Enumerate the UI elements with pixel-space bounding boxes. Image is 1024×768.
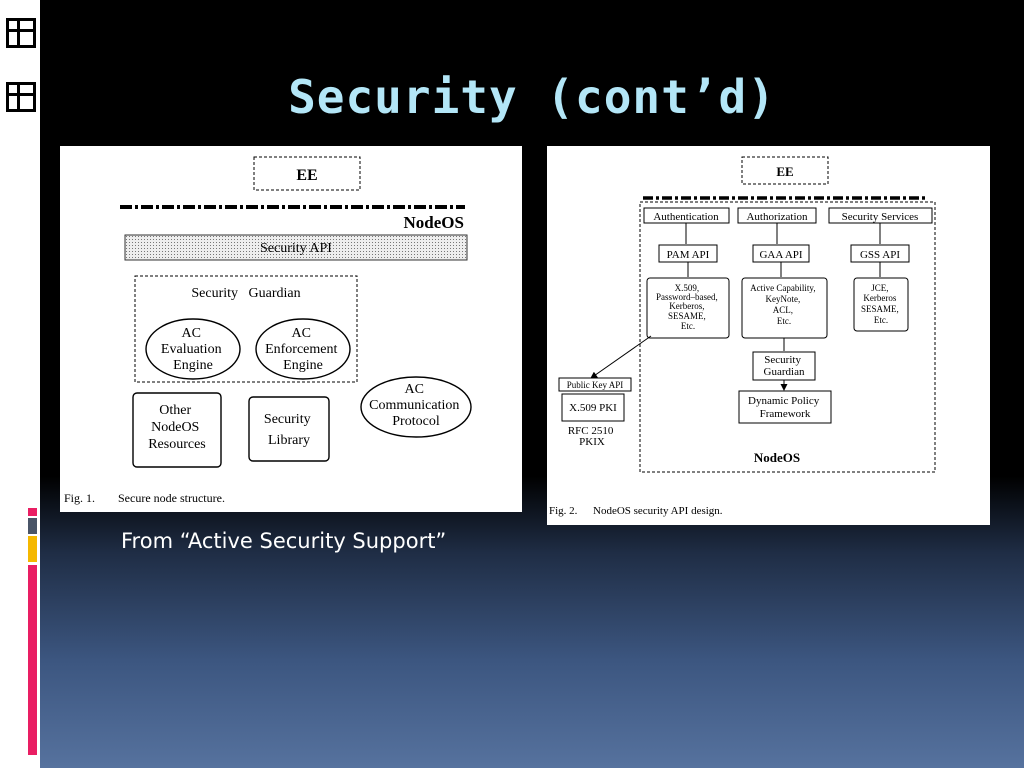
ac-communication-protocol-label: AC Communication Protocol (369, 382, 463, 429)
figure-1-number: Fig. 1. (64, 491, 95, 505)
security-services-label: Security Services (842, 211, 919, 223)
accent-bar-pink-long (28, 565, 37, 755)
authorization-label: Authorization (746, 211, 808, 223)
ac-evaluation-engine-node (145, 318, 241, 380)
security-guardian-box (752, 351, 816, 381)
other-nodeos-resources-node (132, 392, 222, 468)
ac-communication-protocol-node (360, 376, 472, 438)
ee-box (741, 156, 829, 185)
ac-enforcement-engine-node (255, 318, 351, 380)
accent-bar-pink (28, 508, 37, 516)
public-key-api-label: Public Key API (567, 380, 624, 390)
nodeos-label: NodeOS (404, 213, 464, 232)
gss-mechanisms-box (853, 277, 909, 332)
gss-mechanisms-list: JCE, Kerberos SESAME, Etc. (861, 283, 901, 325)
x509-pki-label: X.509 PKI (569, 402, 617, 414)
gss-api-label: GSS API (860, 249, 900, 261)
accent-bar-gray (28, 518, 37, 534)
accent-bar-yellow (28, 536, 37, 562)
nodeos-box (639, 201, 936, 473)
ee-box (253, 156, 361, 191)
security-guardian-label: Security Guardian (764, 354, 805, 378)
authentication-label: Authentication (653, 211, 719, 223)
nodeos-label: NodeOS (754, 450, 800, 465)
security-library-label: Security Library (264, 412, 314, 448)
ac-enforcement-engine-label: AC Enforcement Engine (265, 326, 341, 373)
ee-label: EE (296, 167, 317, 184)
figure-2-caption: NodeOS security API design. (593, 505, 723, 517)
slide-caption: From “Active Security Support” (121, 529, 447, 553)
pam-mechanisms-list: X.509, Password–based, Kerberos, SESAME,… (656, 283, 720, 331)
public-key-arrow (590, 335, 652, 379)
window-icon (6, 18, 36, 48)
rfc-pkix-label: RFC 2510 PKIX (568, 425, 616, 448)
window-icon (6, 82, 36, 112)
dynamic-policy-framework-box (738, 390, 832, 424)
figure-1-caption: Secure node structure. (118, 491, 225, 505)
ac-evaluation-engine-label: AC Evaluation Engine (161, 326, 225, 373)
pam-mechanisms-box (646, 277, 730, 339)
pam-api-label: PAM API (667, 249, 710, 261)
slide-left-strip (0, 0, 40, 768)
security-api-bar (124, 234, 468, 261)
figure-2-nodeos-security-api-design: EE Authentication Authorization Security… (547, 146, 990, 525)
gaa-mechanisms-list: Active Capability, KeyNote, ACL, Etc. (750, 283, 818, 326)
security-library-node (248, 396, 330, 462)
public-key-api-box (558, 377, 632, 392)
ee-label: EE (776, 164, 793, 179)
gaa-api-label: GAA API (759, 249, 802, 261)
dynamic-policy-framework-label: Dynamic Policy Framework (748, 395, 822, 420)
security-api-label: Security API (260, 241, 332, 256)
x509-pki-box (561, 393, 625, 422)
figure-2-number: Fig. 2. (549, 505, 578, 517)
figure-1-secure-node-structure: EE NodeOS Security API Security Guardian… (60, 146, 522, 512)
slide-title: Security (cont’d) (288, 70, 776, 124)
security-guardian-label: Security Guardian (191, 286, 300, 301)
other-nodeos-resources-label: Other NodeOS Resources (148, 403, 206, 452)
